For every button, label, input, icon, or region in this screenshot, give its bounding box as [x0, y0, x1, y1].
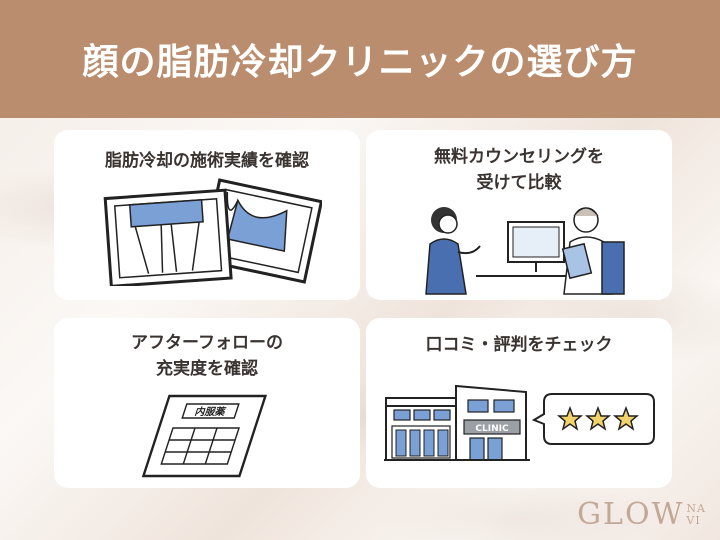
star-icon	[556, 405, 640, 431]
page-title: 顔の脂肪冷却クリニックの選び方	[82, 42, 638, 83]
card-title: 脂肪冷却の施術実績を確認	[105, 151, 309, 171]
card-title: 無料カウンセリングを 受けて比較	[434, 147, 604, 193]
document-label: 内服薬	[193, 405, 228, 418]
medicine-document-icon: 内服薬	[141, 394, 268, 478]
header-banner: 顔の脂肪冷却クリニックの選び方	[0, 0, 720, 118]
card-title: 口コミ・評判をチェック	[425, 335, 613, 355]
card-treatment-record: 脂肪冷却の施術実績を確認	[54, 130, 360, 300]
counseling-scene-icon	[425, 207, 625, 295]
card-title: アフターフォローの 充実度を確認	[131, 333, 283, 379]
card-free-counseling: 無料カウンセリングを 受けて比較	[366, 130, 672, 300]
card-after-follow: アフターフォローの 充実度を確認 内服薬	[54, 318, 360, 488]
clinic-sign: CLINIC	[475, 424, 509, 434]
before-after-photos-icon	[103, 178, 322, 286]
card-reviews: 口コミ・評判をチェック CLINIC	[366, 318, 672, 488]
brand-logo: GLOW NA VI	[577, 497, 706, 532]
clinic-building-icon: CLINIC	[384, 384, 655, 461]
